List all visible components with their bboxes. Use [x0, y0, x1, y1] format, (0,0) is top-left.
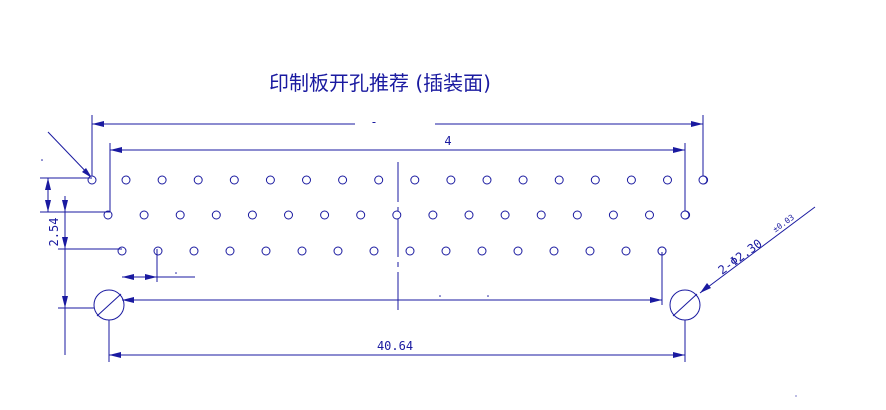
pin-row-2-hole — [356, 210, 366, 220]
pin-row-3-hole — [333, 246, 343, 256]
pin-row-3-hole — [621, 246, 631, 256]
pin-row-2-hole — [392, 210, 402, 220]
pin-row-3-hole — [477, 246, 487, 256]
pin-row-3-hole — [225, 246, 235, 256]
pin-row-1-hole — [446, 175, 456, 185]
pin-row-2-hole — [320, 210, 330, 220]
pin-row-1-hole — [193, 175, 203, 185]
pin-row-3-hole — [189, 246, 199, 256]
pin-row-1-hole — [518, 175, 528, 185]
bottom-span-dimension: 40.64 — [108, 320, 686, 362]
pin-row-1-hole — [302, 175, 311, 185]
pin-row-1-hole — [410, 175, 420, 185]
pin-row-2-hole — [500, 210, 510, 220]
pin-row-2-hole — [645, 210, 654, 220]
pin-row-3-hole — [117, 246, 127, 256]
pin-row-3-hole — [441, 246, 451, 256]
pin-row-1-hole — [590, 175, 600, 185]
corner-leader — [41, 131, 93, 179]
bottom-span-label: 40.64 — [377, 339, 413, 353]
mount-hole-label: 2-Φ2.30 — [716, 236, 765, 277]
pin-row-1-hole — [554, 175, 564, 185]
pin-row-1-hole — [121, 175, 131, 185]
top-pin-span-dimension: 4 — [109, 134, 686, 212]
pin-row-3-hole — [513, 246, 523, 256]
lower-offset-dimension — [122, 249, 195, 282]
pin-row-2-hole — [211, 210, 221, 220]
pin-row-1-hole — [265, 175, 275, 185]
mount-holes — [93, 289, 701, 321]
top-overall-dimension: - — [91, 115, 704, 178]
pin-row-2-hole — [572, 210, 582, 220]
pin-row-2-hole — [175, 210, 185, 220]
pin-row-3-hole — [369, 246, 379, 256]
pin-row-3-hole — [261, 246, 271, 256]
pin-row-2-hole — [608, 210, 618, 220]
pin-row-1-hole — [626, 175, 636, 185]
pin-row-3-hole — [585, 246, 595, 256]
drawing-title: 印制板开孔推荐 (插装面) — [269, 71, 491, 95]
end-pin-hole — [680, 210, 690, 220]
top-pin-span-label: 4 — [444, 134, 451, 148]
row-pitch-dimension: 2.54 — [40, 177, 122, 355]
pin-row-1-hole — [374, 175, 384, 185]
pin-row-2-hole — [247, 210, 257, 220]
pin-row-1-hole — [482, 175, 492, 185]
pin-row-1-hole — [229, 175, 239, 185]
row-pitch-label: 2.54 — [47, 218, 61, 247]
pin-row-1-hole — [663, 175, 672, 185]
pin-row-2-hole — [139, 210, 149, 220]
end-pin-hole — [698, 175, 708, 185]
end-pin-hole — [87, 175, 97, 185]
pin-row-3-hole — [549, 246, 559, 256]
pin-row-2-hole — [536, 210, 546, 220]
pin-row-2-hole — [428, 210, 438, 220]
pin-row-3-hole — [297, 246, 307, 256]
pin-row-2-hole — [464, 210, 474, 220]
pin-row-3-hole — [405, 246, 415, 256]
mount-hole-callout: 2-Φ2.30 ±0.03 — [699, 206, 816, 294]
pin-row-1-hole — [338, 175, 348, 185]
mount-span-dimension — [122, 252, 663, 305]
pin-row-3-hole — [153, 246, 163, 256]
top-overall-label: - — [370, 115, 377, 129]
pin-row-1-hole — [157, 175, 167, 185]
pin-holes — [87, 175, 709, 256]
pin-row-2-hole — [284, 210, 293, 220]
pin-row-2-hole — [103, 210, 113, 220]
